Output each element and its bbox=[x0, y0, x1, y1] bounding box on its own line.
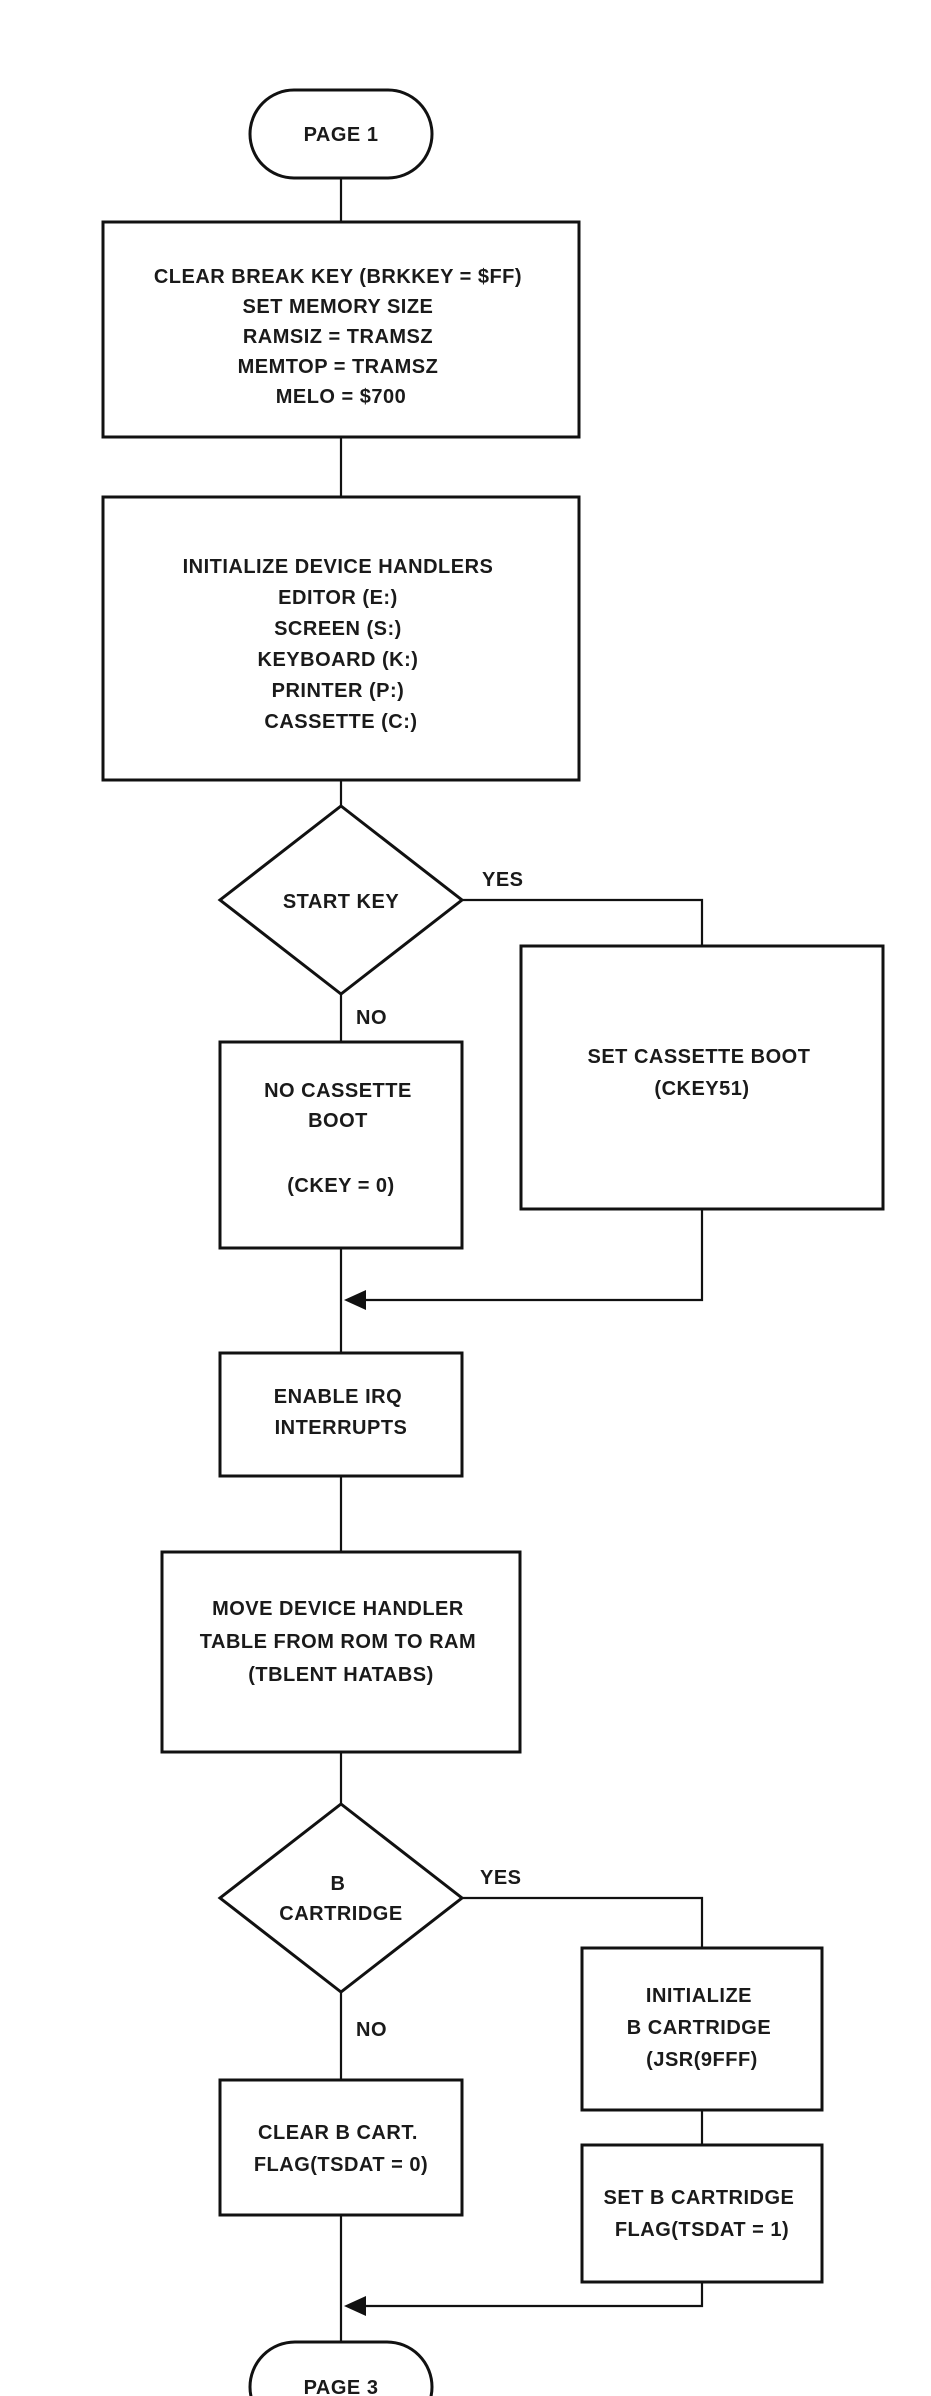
edge-bcart-yes bbox=[462, 1896, 704, 1948]
process-init-b-cart bbox=[580, 1946, 824, 2112]
node-text-line: MELO = $700 bbox=[276, 386, 407, 408]
node-text-line: MEMTOP = TRAMSZ bbox=[238, 356, 439, 378]
node-text-line: B CARTRIDGE bbox=[627, 2017, 771, 2039]
process-clear-b-flag bbox=[218, 2078, 464, 2217]
node-text-enable-irq: ENABLE IRQ INTERRUPTS bbox=[274, 1386, 408, 1439]
edge-label-start-no: NO bbox=[356, 1007, 387, 1029]
node-text-clear-b-flag: CLEAR B CART. FLAG(TSDAT = 0) bbox=[254, 2122, 428, 2176]
node-text-move-table: MOVE DEVICE HANDLER TABLE FROM ROM TO RA… bbox=[200, 1598, 482, 1686]
node-text-line: INITIALIZE bbox=[646, 1985, 752, 2007]
shapes bbox=[101, 88, 885, 2396]
node-text-line: PRINTER (P:) bbox=[272, 680, 405, 702]
node-text-start-key: START KEY bbox=[283, 891, 400, 913]
node-text-line: KEYBOARD (K:) bbox=[258, 649, 419, 671]
process-set-cassette bbox=[519, 944, 885, 1211]
node-text-line: CARTRIDGE bbox=[279, 1903, 402, 1925]
node-text-init-b-cart: INITIALIZE B CARTRIDGE (JSR(9FFF) bbox=[627, 1985, 777, 2071]
node-text-line: B bbox=[330, 1873, 345, 1895]
node-text-line: FLAG(TSDAT = 1) bbox=[615, 2219, 789, 2241]
connectors bbox=[339, 178, 704, 2342]
decision-start-key bbox=[217, 804, 465, 996]
process-no-cassette bbox=[218, 1040, 464, 1250]
node-text-line: SCREEN (S:) bbox=[274, 618, 402, 640]
node-text-line: SET B CARTRIDGE bbox=[604, 2187, 795, 2209]
node-text-line: FLAG(TSDAT = 0) bbox=[254, 2154, 428, 2176]
node-text-line: TABLE FROM ROM TO RAM bbox=[200, 1631, 476, 1653]
node-text-line: PAGE 1 bbox=[304, 124, 379, 146]
node-text-line: PAGE 3 bbox=[304, 2377, 379, 2396]
node-text-line: INTERRUPTS bbox=[275, 1417, 408, 1439]
decision-b-cartridge bbox=[217, 1802, 465, 1994]
merge-arrow-1 bbox=[344, 1290, 366, 1310]
node-text-line: START KEY bbox=[283, 891, 400, 913]
node-text-init-handlers: INITIALIZE DEVICE HANDLERS EDITOR (E:) S… bbox=[183, 556, 500, 733]
process-clear-break bbox=[101, 220, 581, 439]
node-text-line: (JSR(9FFF) bbox=[646, 2049, 758, 2071]
node-text-line: (TBLENT HATABS) bbox=[248, 1664, 434, 1686]
node-text-line: BOOT bbox=[308, 1110, 368, 1132]
node-text-line: (CKEY51) bbox=[654, 1078, 749, 1100]
process-enable-irq bbox=[218, 1351, 464, 1478]
node-text-line: SET CASSETTE BOOT bbox=[587, 1046, 810, 1068]
node-text-line: MOVE DEVICE HANDLER bbox=[212, 1598, 464, 1620]
edge-setb-merge bbox=[362, 2282, 704, 2308]
node-text-page3: PAGE 3 bbox=[304, 2377, 379, 2396]
node-text-clear-break: CLEAR BREAK KEY (BRKKEY = $FF) SET MEMOR… bbox=[154, 266, 528, 408]
node-text-line: (CKEY = 0) bbox=[287, 1175, 394, 1197]
edge-label-start-yes: YES bbox=[482, 869, 524, 891]
process-move-table bbox=[160, 1550, 522, 1754]
node-text-line: ENABLE IRQ bbox=[274, 1386, 402, 1408]
edge-labels: YES NO YES NO bbox=[356, 869, 524, 2041]
terminator-page1 bbox=[248, 88, 434, 180]
node-text-line: EDITOR (E:) bbox=[278, 587, 398, 609]
node-text-line: RAMSIZ = TRAMSZ bbox=[243, 326, 433, 348]
node-text-line: NO CASSETTE bbox=[264, 1080, 412, 1102]
node-text-page1: PAGE 1 bbox=[304, 124, 379, 146]
terminator-page3 bbox=[248, 2340, 434, 2396]
merge-arrow-2 bbox=[344, 2296, 366, 2316]
node-text-line: SET MEMORY SIZE bbox=[243, 296, 434, 318]
process-init-handlers bbox=[101, 495, 581, 782]
edge-label-cart-no: NO bbox=[356, 2019, 387, 2041]
edge-setcassette-merge bbox=[362, 1209, 704, 1302]
node-text-b-cart: B CARTRIDGE bbox=[279, 1873, 402, 1925]
process-set-b-flag bbox=[580, 2143, 824, 2284]
node-text-set-cassette: SET CASSETTE BOOT (CKEY51) bbox=[587, 1046, 816, 1100]
node-text-line: CLEAR BREAK KEY (BRKKEY = $FF) bbox=[154, 266, 522, 288]
node-labels: PAGE 1 CLEAR BREAK KEY (BRKKEY = $FF) SE… bbox=[154, 124, 816, 2396]
edge-label-cart-yes: YES bbox=[480, 1867, 522, 1889]
node-text-line: CASSETTE (C:) bbox=[264, 711, 417, 733]
node-text-set-b-flag: SET B CARTRIDGE FLAG(TSDAT = 1) bbox=[604, 2187, 801, 2241]
node-text-line: INITIALIZE DEVICE HANDLERS bbox=[183, 556, 494, 578]
edge-startkey-yes bbox=[462, 898, 704, 946]
node-text-no-cassette: NO CASSETTE BOOT (CKEY = 0) bbox=[264, 1080, 418, 1197]
node-text-line: CLEAR B CART. bbox=[258, 2122, 418, 2144]
